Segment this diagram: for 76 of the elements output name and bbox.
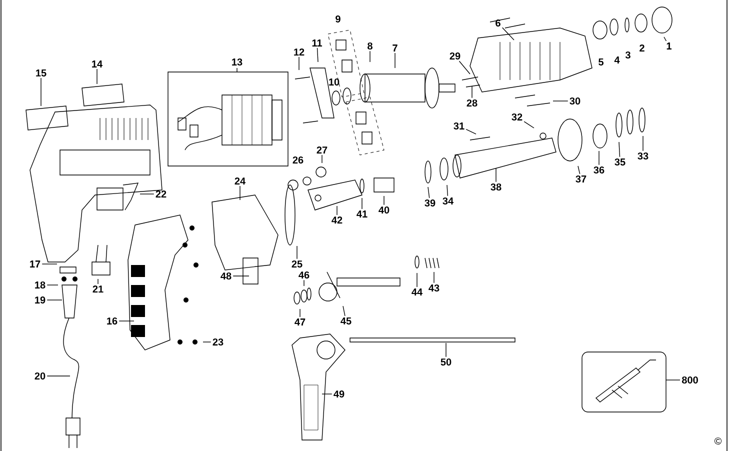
callout-number: 50 <box>440 358 452 366</box>
callout-number: 20 <box>34 372 46 380</box>
callout-number: 33 <box>638 152 648 160</box>
node-label: 13 <box>232 58 242 66</box>
callout-number: 17 <box>30 260 40 268</box>
callout-number: 35 <box>614 158 626 166</box>
callout-number: 45 <box>340 318 352 324</box>
callout-number: 5 <box>598 58 604 66</box>
callout-number: 14 <box>92 60 102 68</box>
callout-number: 38 <box>490 183 502 191</box>
callout-number: 43 <box>428 284 440 292</box>
leader-line <box>552 100 568 102</box>
leader-line <box>298 56 300 70</box>
callout-number: 46 <box>298 271 310 279</box>
callout-number: 12 <box>294 48 304 56</box>
leader-line <box>446 184 448 196</box>
leader-line <box>458 60 470 74</box>
callout-number: 21 <box>92 286 104 292</box>
leader-line <box>118 320 134 322</box>
callout-number: 24 <box>234 178 246 184</box>
leader-line <box>416 272 418 288</box>
callout-number: 11 <box>312 40 322 46</box>
callout-number: 19 <box>35 296 46 304</box>
leader-line <box>428 186 430 198</box>
callout-number: 7 <box>392 44 398 52</box>
callout-number: 39 <box>424 199 436 207</box>
callout-number: 3 <box>625 51 630 59</box>
leader-line <box>96 68 98 84</box>
leader-line <box>502 27 514 40</box>
node-label: 800 <box>682 376 698 384</box>
callout-number: 44 <box>412 288 422 296</box>
callout-number: 1 <box>666 42 672 50</box>
callout-number: 16 <box>107 317 118 325</box>
leader-line <box>524 121 534 128</box>
callout-number: 30 <box>570 97 580 105</box>
callout-number: 15 <box>36 70 46 76</box>
leader-line <box>46 284 58 286</box>
callout-number: 18 <box>35 281 46 289</box>
copyright-sign: © <box>714 437 722 445</box>
callout-number: 31 <box>454 122 464 130</box>
leader-line <box>642 136 644 152</box>
callout-number: 42 <box>332 216 342 224</box>
callout-number: 10 <box>329 78 340 86</box>
callout-number: 40 <box>378 206 390 214</box>
callout-number: 32 <box>512 113 522 121</box>
callout-number: 2 <box>640 44 644 52</box>
callout-number: 49 <box>334 390 344 398</box>
inset-box: 800 <box>582 352 698 412</box>
callout-number: 27 <box>316 146 328 154</box>
callout-number: 25 <box>292 260 302 268</box>
callout-number: 26 <box>292 156 304 164</box>
callout-number: 41 <box>356 210 368 218</box>
callout-number: 37 <box>576 175 586 183</box>
leader-line <box>394 52 396 68</box>
leader-line <box>598 150 600 166</box>
callout-number: 48 <box>220 272 232 280</box>
callout-number: 36 <box>594 166 604 174</box>
callout-number: 29 <box>450 52 460 60</box>
leader-line <box>336 206 338 216</box>
callout-number: 23 <box>212 338 224 346</box>
callout-number: 4 <box>614 56 620 64</box>
leader-line <box>618 142 620 158</box>
leader-line <box>342 306 346 316</box>
callout-number: 22 <box>156 190 166 198</box>
leader-line <box>466 129 476 134</box>
leader-line <box>40 78 42 106</box>
callout-number: 28 <box>466 99 478 107</box>
leader-line <box>664 36 667 42</box>
leader-line <box>578 166 580 174</box>
leader-line <box>316 48 318 62</box>
leader-line <box>296 246 298 260</box>
callout-number: 8 <box>368 42 372 50</box>
callout-number: 34 <box>442 197 454 205</box>
callout-number: 47 <box>294 318 306 326</box>
callout-number: 9 <box>336 15 340 23</box>
inset-box: 13 <box>168 58 288 166</box>
